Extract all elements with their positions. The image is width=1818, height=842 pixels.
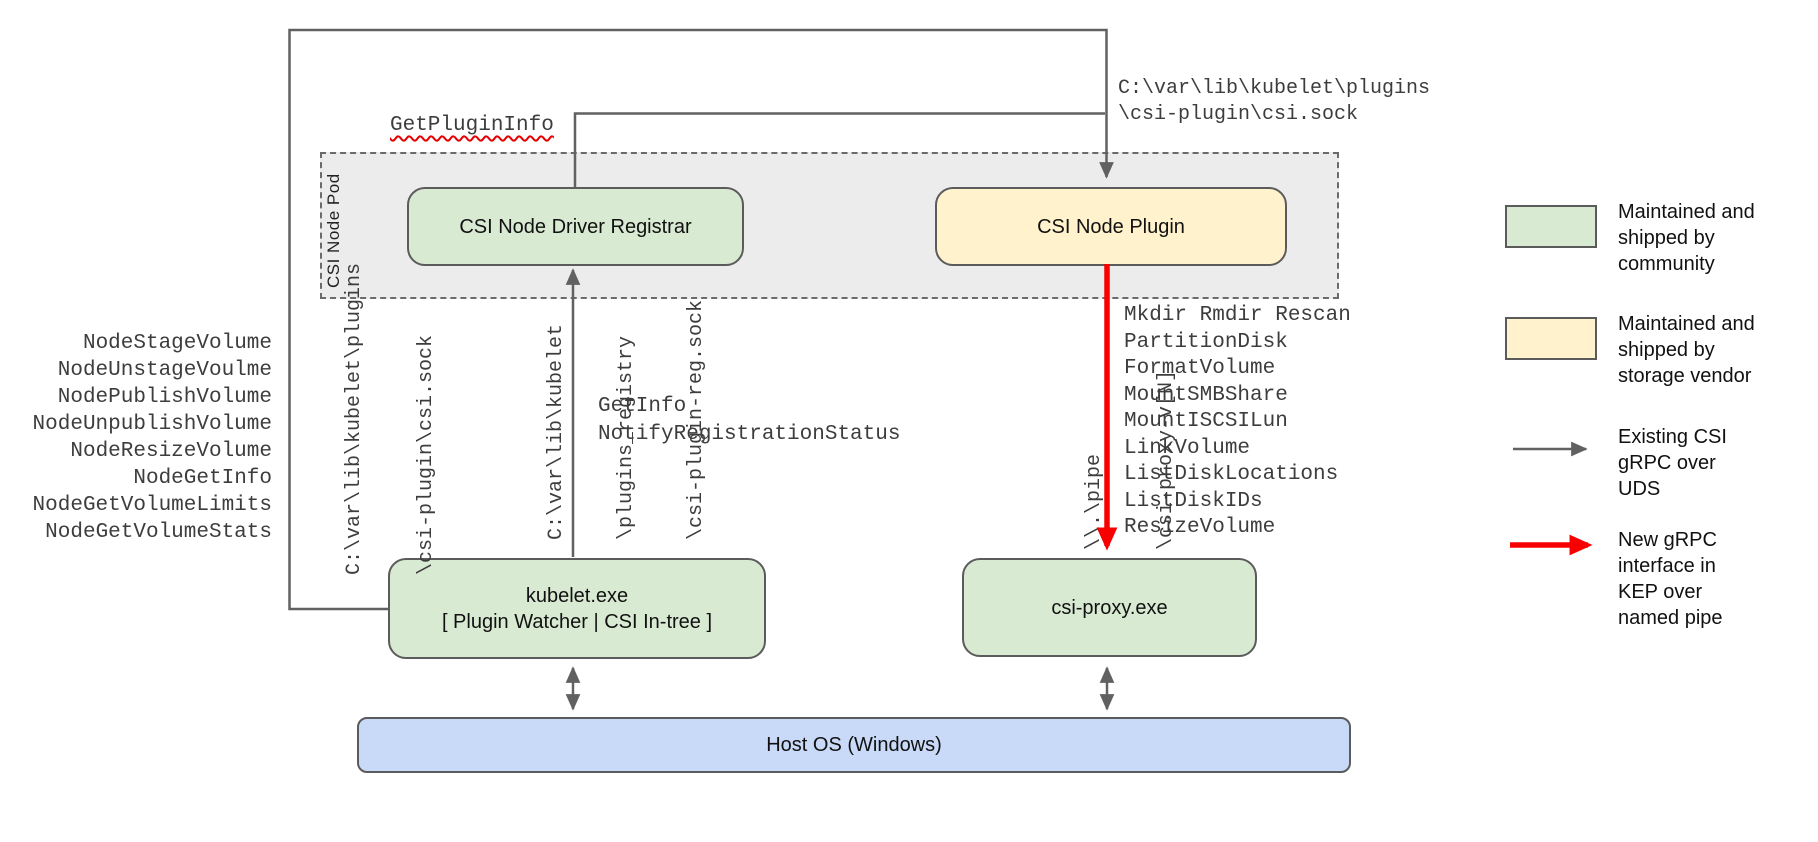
host-os-label: Host OS (Windows) bbox=[766, 734, 942, 756]
legend-named-pipe-line3: KEP over bbox=[1618, 581, 1703, 603]
proxy-rpc-call: FormatVolume bbox=[1124, 357, 1276, 380]
legend-uds-line3: UDS bbox=[1618, 478, 1661, 500]
proxy-rpc-call: MountSMBShare bbox=[1124, 383, 1288, 407]
legend-vendor-swatch bbox=[1505, 317, 1597, 360]
csi-node-plugin-label: CSI Node Plugin bbox=[1037, 215, 1185, 238]
csi-node-driver-registrar-label: CSI Node Driver Registrar bbox=[459, 215, 692, 238]
legend-named-pipe-line2: interface in bbox=[1618, 555, 1716, 577]
proxy-rpc-call: PartitionDisk bbox=[1124, 330, 1288, 354]
node-rpc-call: NodeUnpublishVolume bbox=[32, 413, 272, 436]
csi-sock-path-top-label: C:\var\lib\kubelet\plugins \csi-plugin\c… bbox=[1118, 76, 1430, 128]
csi-sock-path-left-line2: \csi-plugin\csi.sock bbox=[415, 334, 438, 575]
legend-vendor-line2: shipped by bbox=[1618, 339, 1715, 361]
csi-sock-path-left-line1: C:\var\lib\kubelet\plugins bbox=[343, 262, 366, 575]
registration-call-line2: NotifyRegistrationStatus bbox=[598, 423, 901, 446]
proxy-rpc-call: ListDiskLocations bbox=[1124, 463, 1339, 486]
legend-named-pipe-line4: named pipe bbox=[1618, 607, 1723, 629]
get-plugin-info-label: GetPluginInfo bbox=[390, 114, 554, 137]
host-os-box: Host OS (Windows) bbox=[357, 717, 1351, 773]
csi-node-driver-registrar-box: CSI Node Driver Registrar bbox=[407, 187, 744, 266]
proxy-rpc-call: ResizeVolume bbox=[1124, 516, 1276, 539]
registration-calls-label: GetInfo NotifyRegistrationStatus bbox=[598, 393, 900, 449]
legend-vendor-text: Maintained and shipped by storage vendor bbox=[1618, 311, 1755, 389]
csi-sock-path-top-line1: C:\var\lib\kubelet\plugins bbox=[1118, 77, 1431, 100]
csi-sock-path-left-label: C:\var\lib\kubelet\plugins \csi-plugin\c… bbox=[296, 263, 486, 575]
node-rpc-call: NodeGetVolumeStats bbox=[45, 521, 272, 544]
proxy-rpc-call: Mkdir Rmdir Rescan bbox=[1124, 304, 1351, 327]
node-rpc-call: NodePublishVolume bbox=[57, 386, 272, 409]
legend-uds-line1: Existing CSI bbox=[1618, 426, 1727, 448]
registration-call-line1: GetInfo bbox=[598, 395, 687, 418]
legend-vendor-line1: Maintained and bbox=[1618, 313, 1755, 335]
kubelet-label-line2: [ Plugin Watcher | CSI In-tree ] bbox=[441, 610, 713, 633]
node-rpc-call: NodeGetInfo bbox=[133, 467, 272, 490]
legend-vendor-line3: storage vendor bbox=[1618, 365, 1752, 387]
node-rpc-call: NodeResizeVolume bbox=[70, 440, 272, 463]
legend-uds-line2: gRPC over bbox=[1618, 452, 1716, 474]
node-rpc-call: NodeGetVolumeLimits bbox=[32, 494, 272, 517]
kubelet-label-line1: kubelet.exe bbox=[525, 584, 629, 607]
proxy-rpc-call-list: Mkdir Rmdir Rescan PartitionDisk FormatV… bbox=[1124, 303, 1351, 542]
legend-uds-text: Existing CSI gRPC over UDS bbox=[1618, 424, 1727, 502]
legend-community-line1: Maintained and bbox=[1618, 201, 1755, 223]
csi-node-plugin-box: CSI Node Plugin bbox=[935, 187, 1287, 266]
proxy-rpc-call: ListDiskIDs bbox=[1124, 489, 1263, 513]
proxy-rpc-call: MountISCSILun bbox=[1124, 410, 1288, 433]
legend-community-line2: shipped by bbox=[1618, 227, 1715, 249]
legend-community-text: Maintained and shipped by community bbox=[1618, 199, 1755, 277]
legend-named-pipe-text: New gRPC interface in KEP over named pip… bbox=[1618, 527, 1723, 631]
node-rpc-call-list: NodeStageVolume NodeUnstageVoulme NodePu… bbox=[30, 330, 272, 546]
csi-proxy-box: csi-proxy.exe bbox=[962, 558, 1257, 657]
legend-community-line3: community bbox=[1618, 253, 1715, 275]
csi-sock-path-top-line2: \csi-plugin\csi.sock bbox=[1118, 103, 1359, 126]
csi-proxy-label: csi-proxy.exe bbox=[1051, 596, 1168, 619]
named-pipe-line1: \\.\pipe bbox=[1083, 453, 1106, 550]
node-rpc-call: NodeUnstageVoulme bbox=[57, 359, 272, 382]
registration-sock-line1: C:\var\lib\kubelet bbox=[545, 323, 568, 540]
legend-community-swatch bbox=[1505, 205, 1597, 248]
proxy-rpc-call: LinkVolume bbox=[1124, 436, 1251, 460]
node-rpc-call: NodeStageVolume bbox=[82, 332, 272, 355]
legend-named-pipe-line1: New gRPC bbox=[1618, 529, 1717, 551]
